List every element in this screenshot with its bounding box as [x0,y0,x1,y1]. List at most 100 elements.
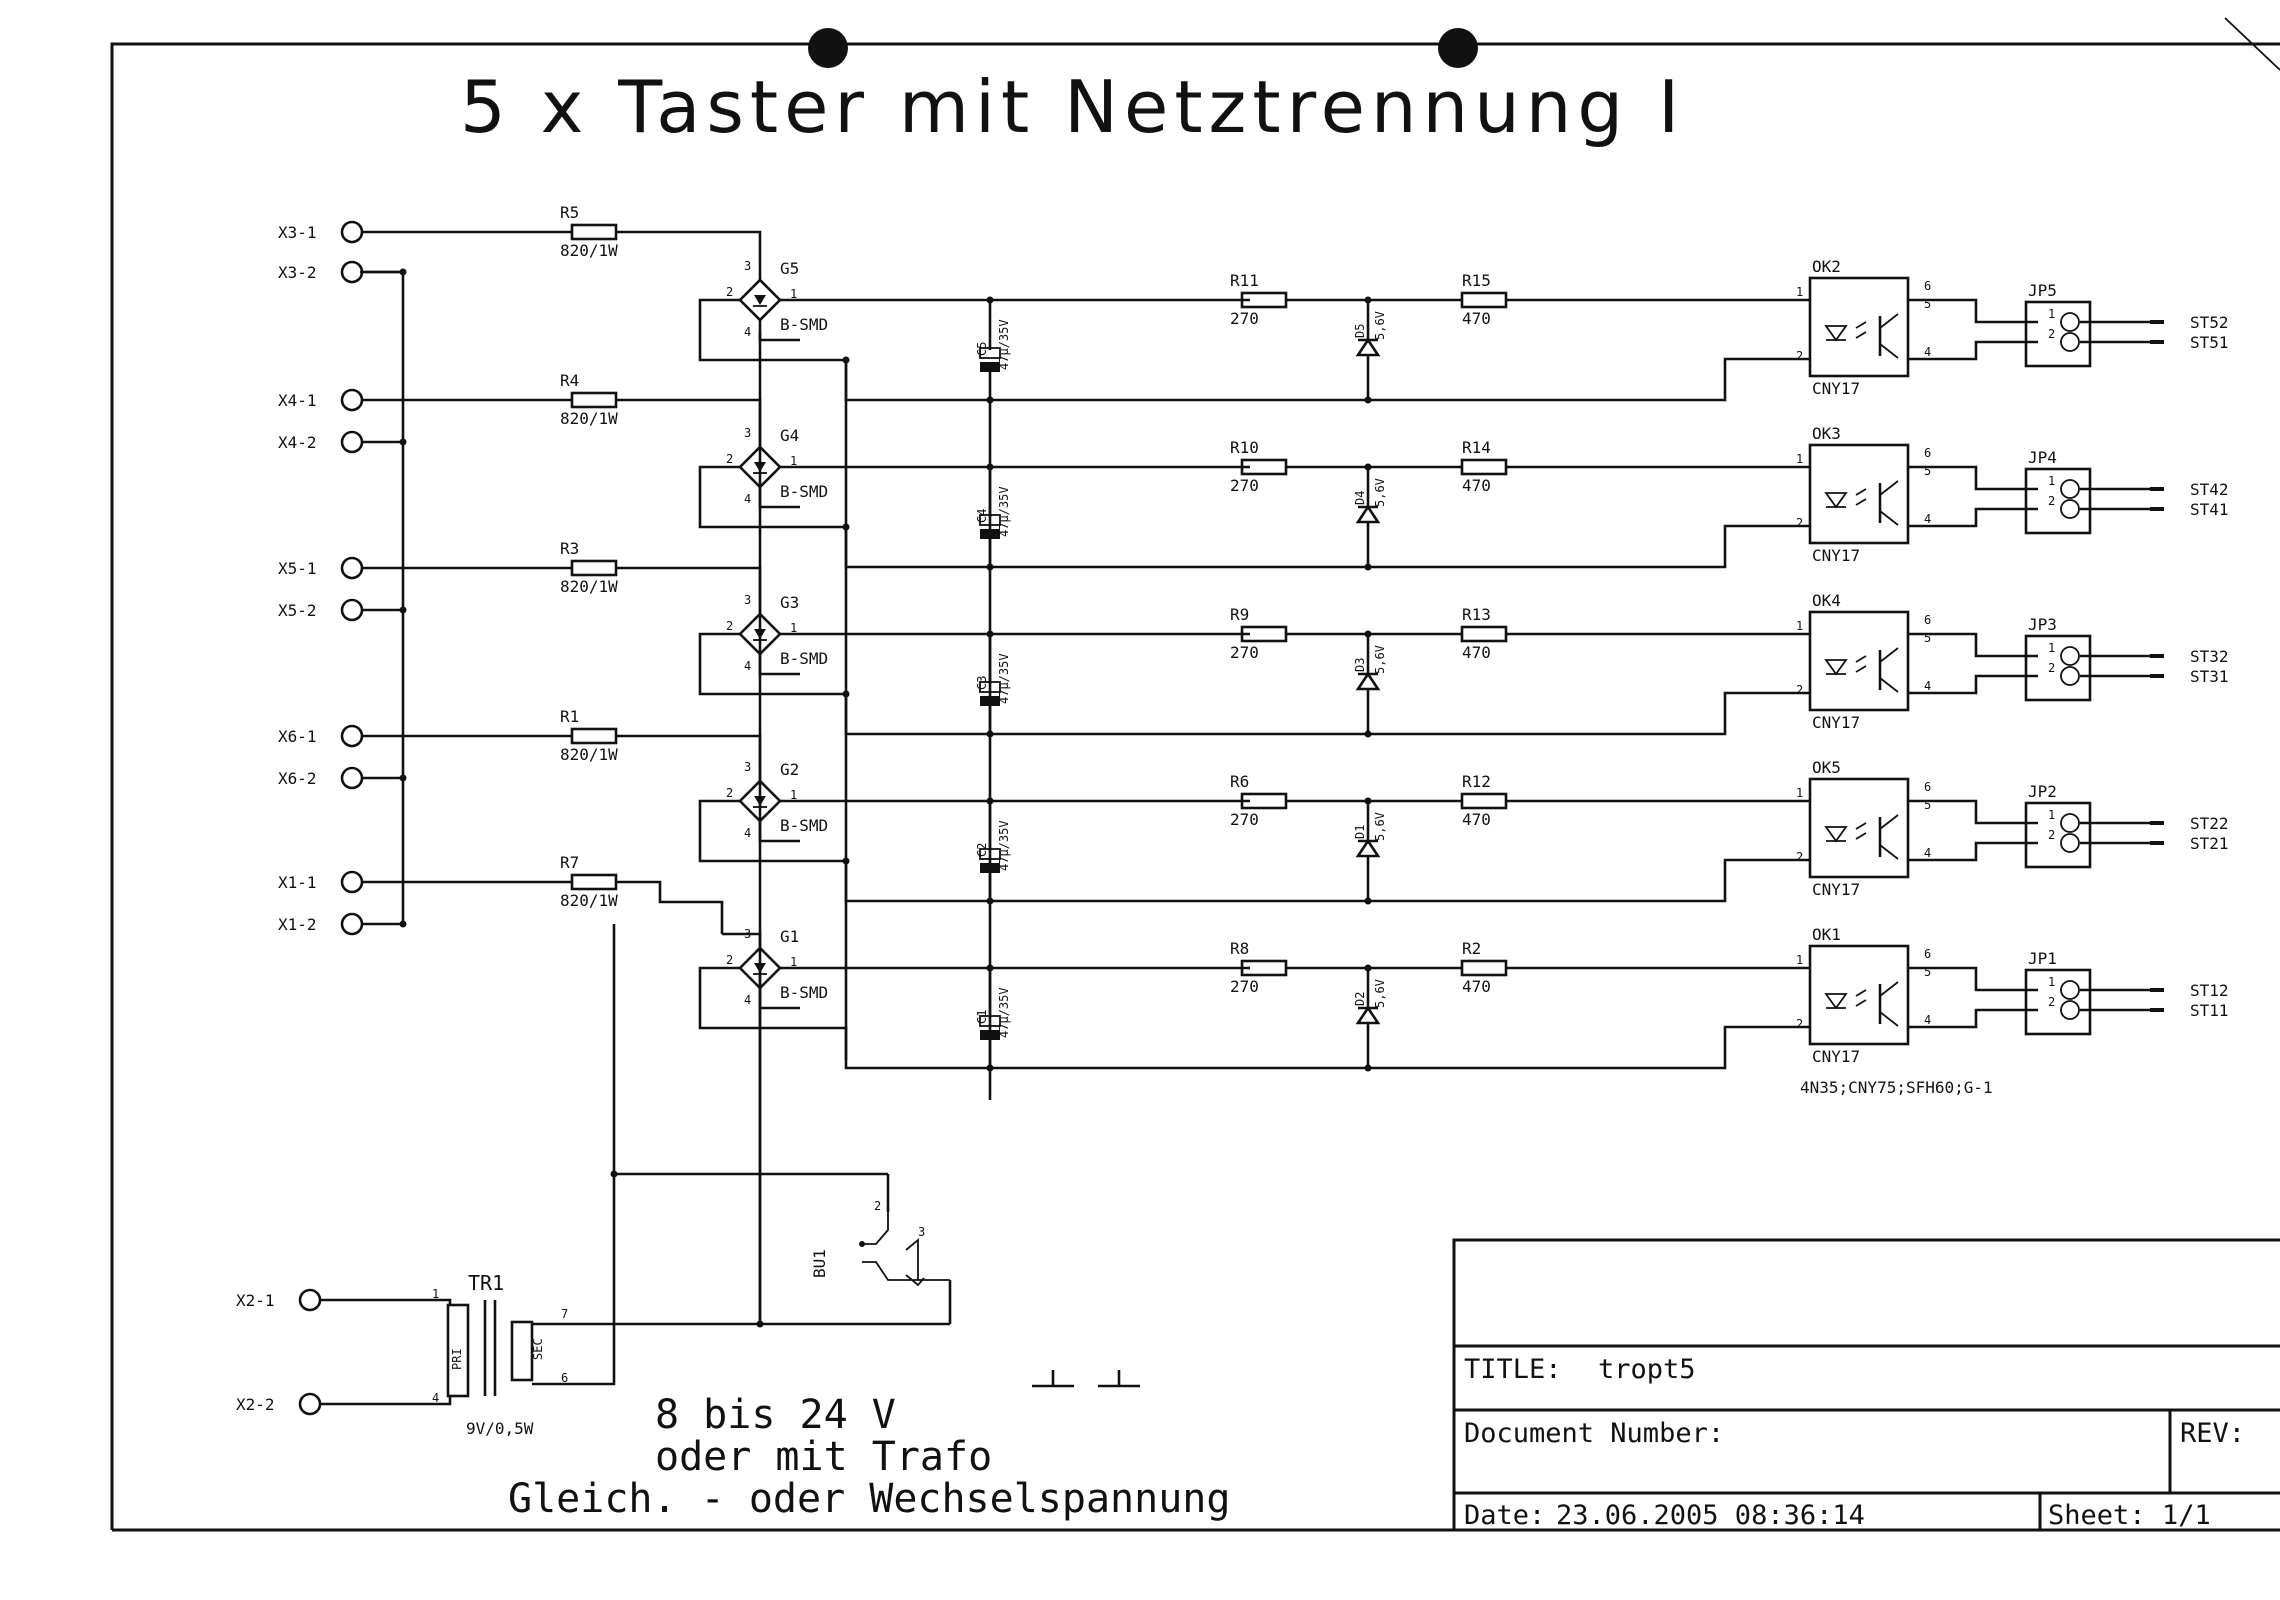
rectifier-type: B-SMD [780,816,828,835]
zener-value: 5,6V [1373,311,1387,340]
junction-dot [842,356,850,364]
wire [1855,822,1867,830]
input-terminal[interactable] [340,220,364,244]
jumper-pin [2060,833,2080,853]
input-terminal[interactable] [340,260,364,284]
terminal-label: X2-1 [236,1291,275,1310]
title-value: tropt5 [1598,1354,1696,1385]
led-symbol [1824,826,1848,843]
resistor-label: R7 [560,853,579,872]
pin-number: 2 [2048,494,2055,508]
pin-number: 2 [1796,516,1803,530]
pin-number: 4 [744,492,751,506]
optocoupler-type: CNY17 [1812,880,1860,899]
wire [722,932,762,948]
ground-symbols [1032,1370,1140,1388]
pin-number: 2 [726,285,733,299]
power-jack[interactable]: BU1 2 3 [810,1174,952,1324]
wire [1879,1011,1899,1027]
pin-number: 2 [874,1199,881,1213]
wire [616,398,762,433]
pin-number: 1 [1796,619,1803,633]
input-terminal[interactable] [340,556,364,580]
resistor-label: R10 [1230,438,1259,457]
pin-number: 3 [744,927,751,941]
wire [1908,507,2038,528]
transformer-label: TR1 [468,1271,504,1295]
wire [1908,632,2038,658]
output-label: ST32 [2190,647,2229,666]
jumper-pin [2060,813,2080,833]
pin-number: 5 [1924,965,1931,979]
document-number-label: Document Number: [1464,1418,1724,1449]
wire [1879,981,1899,997]
wire [1908,799,2038,825]
wire [1879,343,1899,359]
terminal-label: X3-2 [278,263,317,282]
resistor-label: R5 [560,203,579,222]
input-terminal[interactable] [340,766,364,790]
transformer-secondary [510,1320,534,1382]
capacitor-value: 47µ/35V [997,820,1011,871]
jumper-header[interactable] [2024,801,2092,869]
output-pin [2150,988,2164,992]
jumper-pin [2060,646,2080,666]
pin-number: 4 [1924,1013,1931,1027]
optocoupler-type: CNY17 [1812,1047,1860,1066]
capacitor-value: 47µ/35V [997,653,1011,704]
resistor-label: R12 [1462,772,1491,791]
wire [616,880,724,934]
zener-label: D5 [1353,324,1367,338]
primary-label: PRI [450,1348,464,1370]
resistor-value: 820/1W [560,891,618,910]
pin-number: 3 [744,760,751,774]
resistor-label: R1 [560,707,579,726]
date-value: 23.06.2005 08:36:14 [1556,1500,1865,1531]
zener-value: 5,6V [1373,812,1387,841]
pin-number: 1 [790,955,797,969]
input-terminal[interactable] [298,1288,322,1312]
pin-number: 2 [1796,850,1803,864]
common-return-rail [360,270,405,924]
input-terminal[interactable] [340,388,364,412]
input-terminal[interactable] [340,870,364,894]
led-symbol [1824,325,1848,342]
jumper-pin [2060,980,2080,1000]
resistor-value: 470 [1462,643,1491,662]
jumper-header[interactable] [2024,300,2092,368]
output-label: ST12 [2190,981,2229,1000]
sheet-value: 1/1 [2162,1500,2211,1531]
pin-number: 5 [1924,297,1931,311]
jumper-header[interactable] [2024,467,2092,535]
jumper-pin [2060,666,2080,686]
wire [1855,498,1867,506]
output-label: ST42 [2190,480,2229,499]
resistor-label: R14 [1462,438,1491,457]
output-pin [2150,507,2164,511]
optocoupler-type: CNY17 [1812,379,1860,398]
pin-number: 2 [726,953,733,967]
optocoupler-label: OK4 [1812,591,1841,610]
jumper-header[interactable] [2024,968,2092,1036]
input-terminal[interactable] [340,724,364,748]
jumper-header[interactable] [2024,634,2092,702]
output-pin [2150,841,2164,845]
resistor [570,223,618,241]
pin-number: 1 [1796,953,1803,967]
note-line: 8 bis 24 V [655,1392,896,1438]
input-terminal[interactable] [340,598,364,622]
input-terminal[interactable] [340,912,364,936]
note-line: Gleich. - oder Wechselspannung [508,1476,1230,1522]
input-terminal[interactable] [298,1392,322,1416]
output-label: ST21 [2190,834,2229,853]
input-terminal[interactable] [340,430,364,454]
pin-number: 4 [1924,345,1931,359]
wire [1908,1008,2038,1029]
junction-dot [842,523,850,531]
wire [1855,321,1867,329]
pin-number: 5 [1924,631,1931,645]
resistor-value: 820/1W [560,409,618,428]
terminal-label: X2-2 [236,1395,275,1414]
